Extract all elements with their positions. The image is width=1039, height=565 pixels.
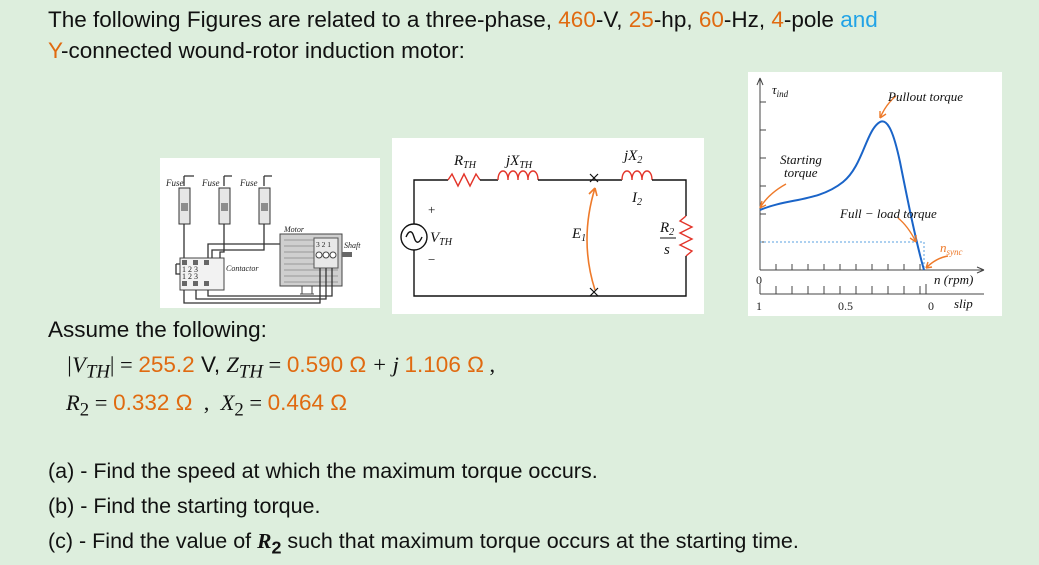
starting-torque-label-2: torque bbox=[784, 165, 818, 180]
intro-line-2: Y-connected wound-rotor induction motor: bbox=[48, 35, 1028, 66]
r2s-denominator: s bbox=[664, 242, 670, 258]
zth-symbol: Z bbox=[226, 352, 239, 377]
vth-unit: V, bbox=[194, 352, 227, 377]
voltage-value: 460 bbox=[558, 7, 596, 32]
y-letter: Y bbox=[48, 38, 61, 63]
equals: = bbox=[262, 352, 287, 377]
torque-speed-curve: τind Pullout torque Starting torque Full… bbox=[748, 72, 1002, 316]
e1-label: E1 bbox=[571, 226, 586, 244]
shaft-label: Shaft bbox=[344, 241, 361, 250]
torque-curve bbox=[759, 120, 925, 271]
fuse-label-1: Fuse bbox=[165, 178, 184, 188]
slip-axis-label: slip bbox=[954, 296, 973, 311]
motor-label: Motor bbox=[283, 225, 305, 234]
assume-line-2: R2 = 0.332 Ω , X2 = 0.464 Ω bbox=[66, 390, 347, 422]
slip-tick-1: 1 bbox=[756, 299, 762, 313]
assume-line-1: |VTH| = 255.2 V, ZTH = 0.590 Ω + j 1.106… bbox=[66, 352, 495, 384]
intro-text: The following Figures are related to a t… bbox=[48, 7, 559, 32]
intro-line-1: The following Figures are related to a t… bbox=[48, 4, 1028, 35]
vth-close: | bbox=[109, 352, 115, 377]
minus-sign: − bbox=[428, 252, 435, 267]
r2-sub: 2 bbox=[271, 537, 282, 558]
speed-axis-label: n (rpm) bbox=[934, 272, 973, 287]
slip-tick-0: 0 bbox=[928, 299, 934, 313]
question-c: (c) - Find the value of R2 such that max… bbox=[48, 529, 799, 558]
slip-tick-05: 0.5 bbox=[838, 299, 853, 313]
vth-label: VTH bbox=[430, 230, 453, 248]
fuse-label-3: Fuse bbox=[239, 178, 258, 188]
and-word: and bbox=[840, 7, 878, 32]
x2-symbol: X bbox=[220, 390, 235, 415]
pullout-torque-label: Pullout torque bbox=[887, 89, 963, 104]
speed-tick-0: 0 bbox=[756, 273, 762, 287]
problem-intro: The following Figures are related to a t… bbox=[48, 4, 1028, 66]
contactor-label: Contactor bbox=[226, 264, 259, 273]
motor-wiring-figure: Fuse Fuse Fuse 1 2 3 1 2 3 Contactor 3 2… bbox=[160, 158, 380, 308]
contactor-terminals-top: 1 2 3 bbox=[182, 265, 198, 274]
r2s-numerator: R2 bbox=[659, 220, 674, 238]
equivalent-circuit-figure: RTH jXTH jX2 I2 VTH E1 R2 s + − bbox=[392, 138, 704, 314]
question-c-text: (c) - Find the value of bbox=[48, 529, 258, 553]
equals: = bbox=[89, 390, 114, 415]
jxth-label: jXTH bbox=[504, 153, 533, 171]
hp-value: 25 bbox=[628, 7, 654, 32]
intro-text: -hp, bbox=[653, 7, 699, 32]
question-c-text: such that maximum torque occurs at the s… bbox=[281, 529, 799, 553]
starting-torque-label-1: Starting bbox=[780, 152, 822, 167]
x2-sub: 2 bbox=[234, 399, 244, 421]
zth-j: + j bbox=[366, 352, 405, 377]
vth-sub: TH bbox=[85, 361, 110, 383]
equals: = bbox=[243, 390, 268, 415]
comma: , bbox=[483, 352, 496, 377]
tau-ind-label: τind bbox=[772, 82, 789, 99]
vth-value: 255.2 bbox=[138, 352, 195, 377]
full-load-torque-label: Full − load torque bbox=[839, 206, 937, 221]
r2-symbol: R bbox=[66, 390, 80, 415]
intro-text: -pole bbox=[783, 7, 841, 32]
slip-ring-numbers: 3 2 1 bbox=[316, 240, 331, 249]
r2-symbol: R bbox=[257, 529, 272, 553]
zth-real: 0.590 Ω bbox=[286, 352, 367, 377]
r2-value: 0.332 Ω bbox=[113, 390, 193, 415]
nsync-label: nsync bbox=[940, 240, 963, 257]
vth-symbol: |V bbox=[66, 352, 86, 377]
assume-heading: Assume the following: bbox=[48, 317, 267, 342]
zth-sub: TH bbox=[238, 361, 263, 383]
plus-sign: + bbox=[428, 202, 435, 217]
sync-reference-line bbox=[760, 241, 925, 270]
intro-text: -connected wound-rotor induction motor: bbox=[60, 38, 465, 63]
x2-value: 0.464 Ω bbox=[267, 390, 348, 415]
question-a: (a) - Find the speed at which the maximu… bbox=[48, 459, 598, 483]
r2-sub: 2 bbox=[79, 399, 90, 421]
question-b: (b) - Find the starting torque. bbox=[48, 494, 321, 518]
equals: = bbox=[114, 352, 139, 377]
fuse-label-2: Fuse bbox=[201, 178, 220, 188]
poles-value: 4 bbox=[771, 7, 784, 32]
rth-label: RTH bbox=[453, 153, 477, 171]
intro-text: -Hz, bbox=[723, 7, 772, 32]
zth-imag: 1.106 Ω bbox=[404, 352, 484, 377]
intro-text: -V, bbox=[595, 7, 629, 32]
jx2-label: jX2 bbox=[622, 148, 642, 166]
separator: , bbox=[192, 390, 221, 415]
i2-label: I2 bbox=[631, 190, 642, 208]
contactor-terminals-bottom: 1 2 3 bbox=[182, 272, 198, 281]
frequency-value: 60 bbox=[698, 7, 724, 32]
